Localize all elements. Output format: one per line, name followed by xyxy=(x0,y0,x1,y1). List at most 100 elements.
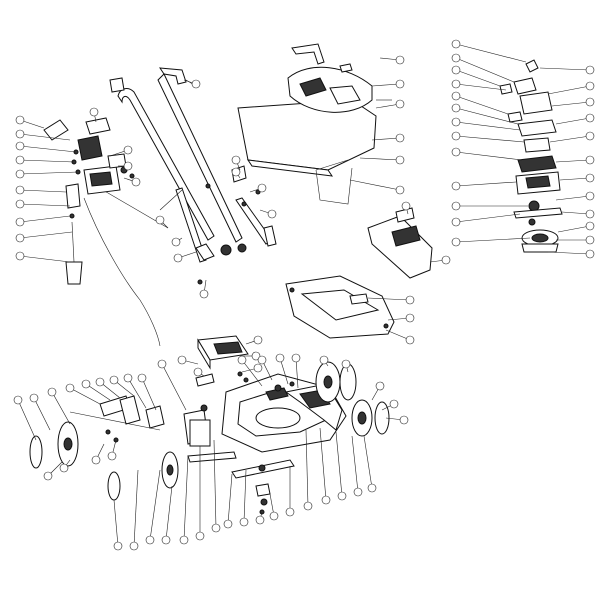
callout-leader xyxy=(455,213,521,223)
callout-circle xyxy=(451,53,461,63)
callout-circle xyxy=(585,173,595,183)
callout-circle xyxy=(405,335,415,345)
callout-circle xyxy=(223,519,233,529)
callout-circle xyxy=(59,463,69,473)
callout-leader xyxy=(561,211,591,215)
callout-leader xyxy=(241,359,263,387)
callout-circle xyxy=(195,531,205,541)
callout-leader xyxy=(555,159,591,163)
callout-circle xyxy=(29,393,39,403)
callout-circle xyxy=(257,183,267,193)
callout-circle xyxy=(585,81,595,91)
callout-leader xyxy=(19,171,79,175)
callout-circle xyxy=(585,113,595,123)
wheel-rear-left xyxy=(107,451,179,501)
power-cord xyxy=(65,221,83,285)
callout-leader xyxy=(455,57,515,83)
callout-circle xyxy=(285,507,295,517)
callout-leader xyxy=(455,69,501,87)
callout-leader xyxy=(555,195,591,201)
callout-leader xyxy=(19,133,71,141)
callout-circle xyxy=(109,375,119,385)
callout-circle xyxy=(47,387,57,397)
callout-circle xyxy=(451,65,461,75)
callout-circle xyxy=(585,235,595,245)
callout-circle xyxy=(451,117,461,127)
callout-leader xyxy=(363,435,373,489)
callout-circle xyxy=(269,511,279,521)
callout-circle xyxy=(89,107,99,117)
callout-leader xyxy=(165,485,173,541)
callout-circle xyxy=(291,353,301,363)
callout-circle xyxy=(441,255,451,265)
callout-circle xyxy=(157,359,167,369)
callout-circle xyxy=(585,131,595,141)
callout-leader xyxy=(359,157,401,161)
callout-circle xyxy=(253,335,263,345)
callout-leader xyxy=(85,383,111,401)
callout-leader xyxy=(113,499,119,547)
callout-circle xyxy=(451,103,461,113)
deck-top-cover xyxy=(285,275,395,339)
callout-circle xyxy=(129,541,139,551)
callout-leader xyxy=(547,251,591,255)
callout-circle xyxy=(401,201,411,211)
height-adjust-lever xyxy=(69,395,209,445)
callout-leader xyxy=(19,145,77,153)
callout-leader xyxy=(19,159,75,163)
callout-circle xyxy=(123,161,133,171)
callout-leader xyxy=(305,429,309,507)
callout-circle xyxy=(137,373,147,383)
blade xyxy=(187,451,295,515)
callout-circle xyxy=(15,115,25,125)
callout-leader xyxy=(455,43,527,63)
wheel-front-right xyxy=(315,361,357,403)
callout-leader xyxy=(279,357,289,385)
callout-circle xyxy=(395,185,405,195)
callout-circle xyxy=(15,217,25,227)
callout-leader xyxy=(227,473,233,525)
callout-leader xyxy=(549,135,591,143)
callout-leader xyxy=(455,181,517,187)
callout-circle xyxy=(91,455,101,465)
callout-circle xyxy=(585,249,595,259)
callout-leader xyxy=(547,85,591,95)
callout-circle xyxy=(65,383,75,393)
callout-leader xyxy=(455,135,525,143)
callout-circle xyxy=(395,133,405,143)
callout-leader xyxy=(295,357,299,389)
callout-circle xyxy=(239,517,249,527)
callout-leader xyxy=(127,377,147,409)
callout-circle xyxy=(113,541,123,551)
callout-circle xyxy=(161,535,171,545)
upper-handle xyxy=(117,67,243,243)
callout-circle xyxy=(303,501,313,511)
callout-leader xyxy=(319,427,327,501)
callout-circle xyxy=(451,91,461,101)
callout-circle xyxy=(353,487,363,497)
callout-circle xyxy=(451,217,461,227)
callout-circle xyxy=(107,451,117,461)
callout-circle xyxy=(171,237,181,247)
callout-circle xyxy=(585,65,595,75)
callout-circle xyxy=(15,251,25,261)
callout-circle xyxy=(275,353,285,363)
callout-circle xyxy=(337,491,347,501)
callout-circle xyxy=(585,209,595,219)
grass-bag xyxy=(237,99,392,177)
callout-leader xyxy=(351,435,359,493)
callout-leader xyxy=(17,399,37,441)
callout-leader xyxy=(371,137,401,141)
callout-leader xyxy=(349,179,401,191)
callout-circle xyxy=(15,185,25,195)
callout-circle xyxy=(451,39,461,49)
callout-circle xyxy=(405,313,415,323)
battery-contacts xyxy=(195,371,249,387)
grass-bag-cover xyxy=(287,66,373,113)
callout-circle xyxy=(451,131,461,141)
callout-leader xyxy=(371,83,401,87)
callout-markers xyxy=(13,39,595,551)
callout-circle xyxy=(321,495,331,505)
